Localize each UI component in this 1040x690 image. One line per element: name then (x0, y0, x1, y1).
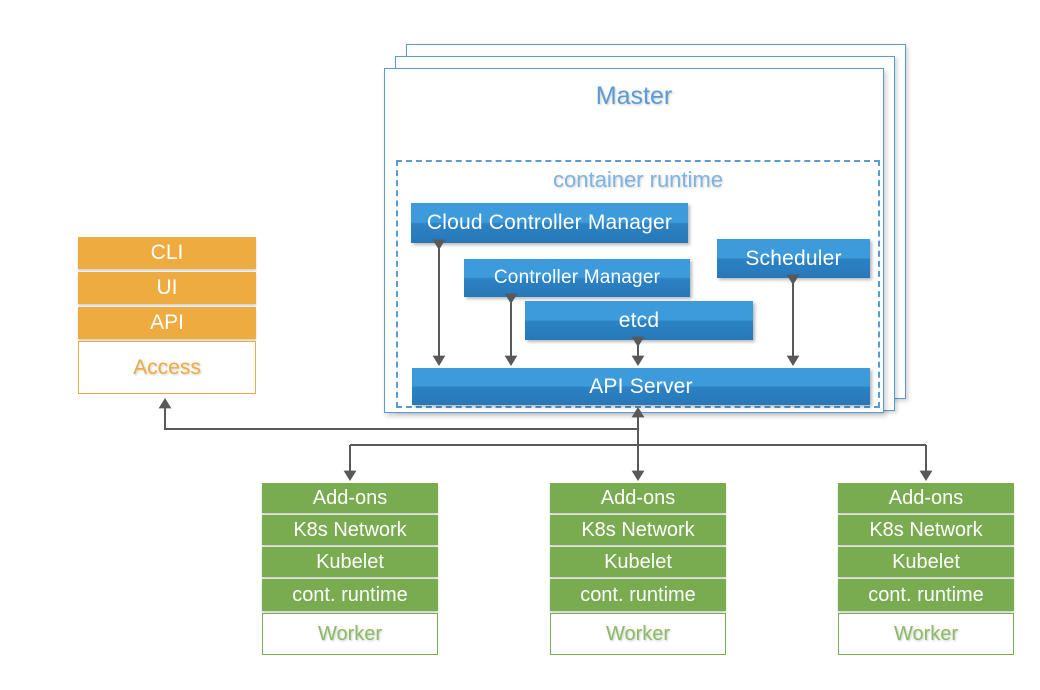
worker-segment-addons[interactable]: Add-ons (838, 483, 1014, 513)
worker-segment-addons[interactable]: Add-ons (550, 483, 726, 513)
component-scheduler[interactable]: Scheduler (717, 239, 870, 278)
access-stack: CLI UI API Access (78, 237, 256, 394)
access-segment-label: Access (78, 341, 256, 394)
component-cloud-controller-manager[interactable]: Cloud Controller Manager (411, 203, 688, 243)
access-segment-cli[interactable]: CLI (78, 237, 256, 269)
worker-segment-label: Worker (838, 613, 1014, 655)
worker-segment-label: Worker (262, 613, 438, 655)
worker-node-2: Add-ons K8s Network Kubelet cont. runtim… (550, 483, 726, 655)
access-segment-ui[interactable]: UI (78, 272, 256, 304)
worker-segment-kubelet[interactable]: Kubelet (838, 547, 1014, 577)
worker-segment-addons[interactable]: Add-ons (262, 483, 438, 513)
master-title: Master (595, 82, 673, 110)
worker-segment-kubelet[interactable]: Kubelet (550, 547, 726, 577)
component-etcd[interactable]: etcd (525, 301, 753, 340)
worker-node-3: Add-ons K8s Network Kubelet cont. runtim… (838, 483, 1014, 655)
container-runtime-title: container runtime (553, 167, 723, 192)
access-segment-api[interactable]: API (78, 307, 256, 339)
worker-segment-kubelet[interactable]: Kubelet (262, 547, 438, 577)
worker-segment-k8s-network[interactable]: K8s Network (838, 515, 1014, 545)
worker-node-1: Add-ons K8s Network Kubelet cont. runtim… (262, 483, 438, 655)
worker-segment-label: Worker (550, 613, 726, 655)
worker-segment-k8s-network[interactable]: K8s Network (262, 515, 438, 545)
worker-segment-cont-runtime[interactable]: cont. runtime (262, 579, 438, 611)
worker-segment-cont-runtime[interactable]: cont. runtime (550, 579, 726, 611)
component-api-server[interactable]: API Server (412, 368, 870, 405)
worker-segment-k8s-network[interactable]: K8s Network (550, 515, 726, 545)
worker-segment-cont-runtime[interactable]: cont. runtime (838, 579, 1014, 611)
component-controller-manager[interactable]: Controller Manager (464, 259, 690, 297)
